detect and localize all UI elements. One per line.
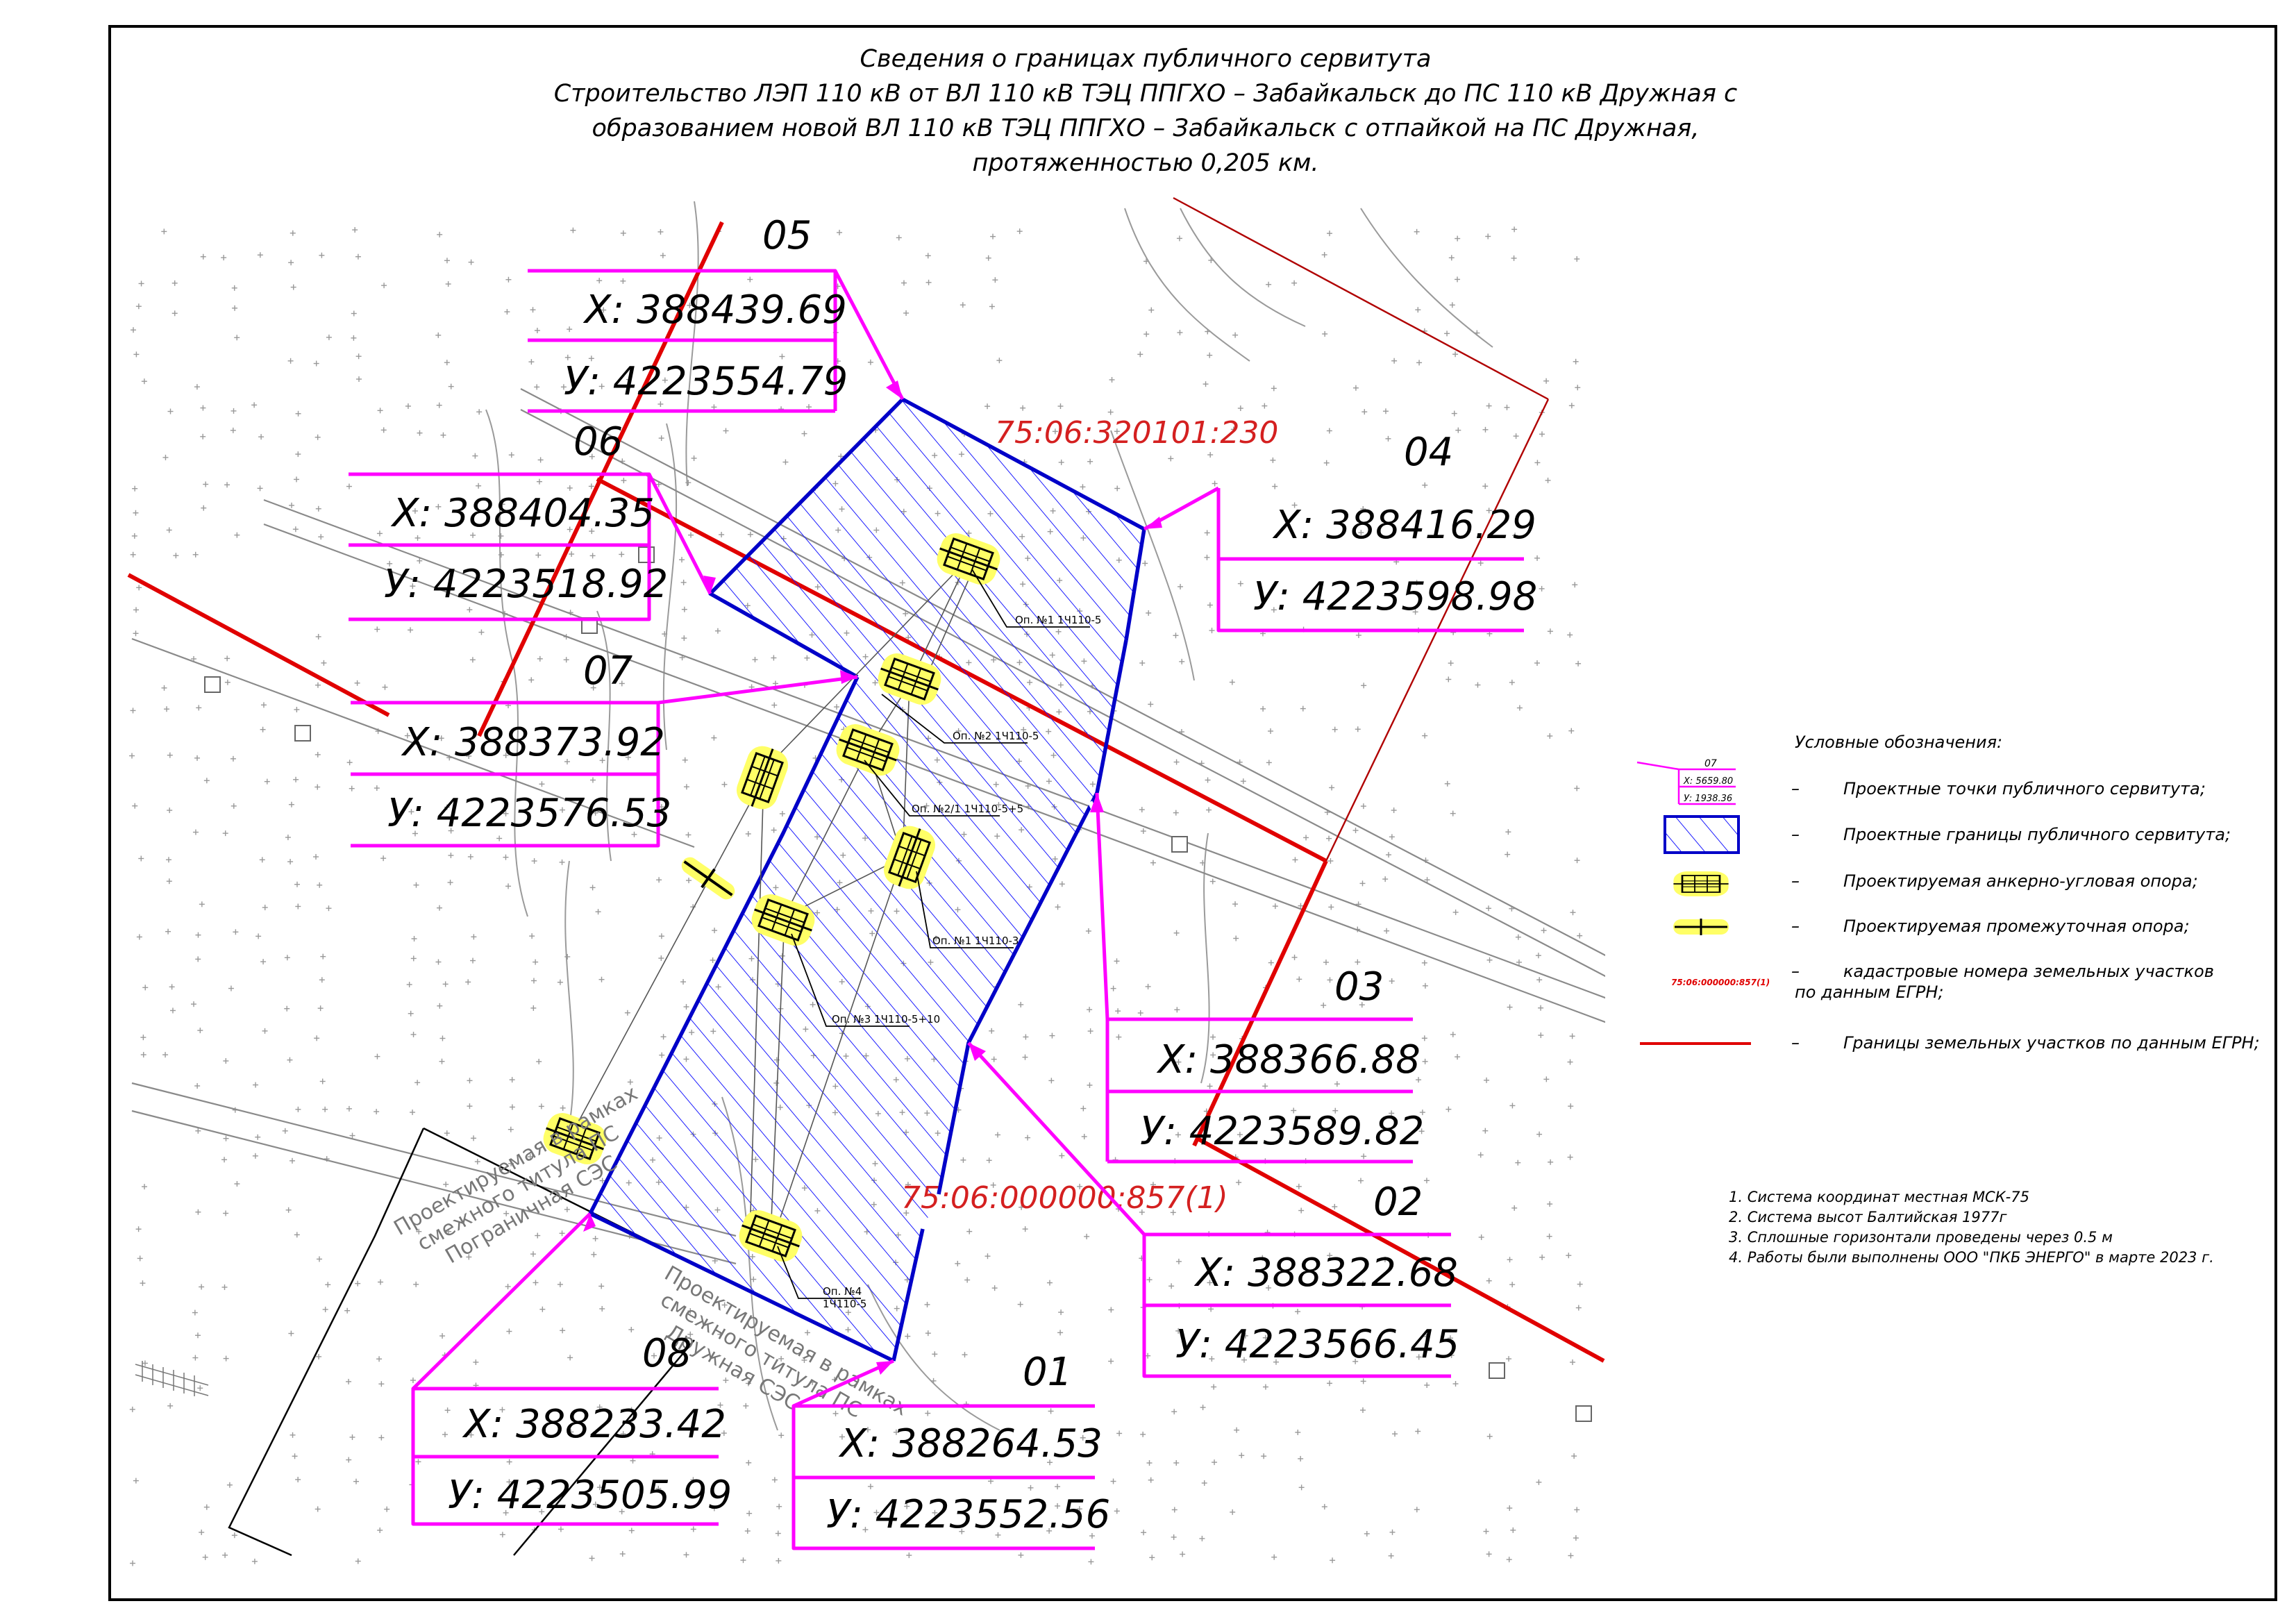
point-08-x: Х: 388233.42 [462,1402,726,1447]
servitude-polygon [590,399,1144,1361]
existing-poles [204,546,1592,1422]
cadastral-number-a: 75:06:320101:230 [995,415,1278,451]
point-07-x: Х: 388373.92 [401,720,665,765]
support-label-1: Оп. №1 1Ч110-5 [1015,614,1101,626]
point-callouts [349,269,1524,1550]
point-id-06: 06 [573,419,623,464]
point-08-y: У: 4223505.99 [448,1473,732,1518]
support-label-1b: Оп. №1 1Ч110-3 [932,935,1019,947]
title-line-1: Сведения о границах публичного сервитута [860,45,1432,73]
legend-item-intermediate-support: –Проектируемая промежуточная опора; [1791,916,2190,936]
legend-sample-id: 07 [1704,758,1717,769]
legend-item-boundaries: –Проектные границы публичного сервитута; [1791,825,2231,844]
legend-item-cadastral-cont: по данным ЕГРН; [1795,982,1944,1002]
legend-item-parcel-boundaries: –Границы земельных участков по данным ЕГ… [1791,1033,2260,1053]
legend-symbols: 07 Х: 5659.80 У: 1938.36 75:06:000000:85… [1636,758,1770,1045]
point-01-x: Х: 388264.53 [838,1421,1103,1466]
servitude-boundary [588,397,1146,1363]
point-06-x: Х: 388404.35 [390,491,655,536]
support-label-2: Оп. №2 1Ч110-5 [953,730,1039,742]
note-3: 3. Сплошные горизонтали проведены через … [1729,1229,2113,1246]
point-02-y: У: 4223566.45 [1175,1322,1459,1367]
point-07-y: У: 4223576.53 [387,791,671,836]
point-id-01: 01 [1023,1350,1072,1395]
support-label-4b: 1Ч110-5 [823,1298,866,1310]
point-03-y: У: 4223589.82 [1140,1109,1424,1154]
map-title: Сведения о границах публичного сервитута… [486,42,1805,181]
note-4: 4. Работы были выполнены ООО "ПКБ ЭНЕРГО… [1729,1249,2214,1266]
point-04-x: Х: 388416.29 [1272,503,1536,548]
legend-item-anchor-support: –Проектируемая анкерно-угловая опора; [1791,871,2198,891]
support-label-21: Оп. №2/1 1Ч110-5+5 [912,803,1023,815]
point-03-x: Х: 388366.88 [1156,1037,1421,1082]
title-line-2: Строительство ЛЭП 110 кВ от ВЛ 110 кВ ТЭ… [553,80,1738,108]
title-line-4: протяженностью 0,205 км. [972,149,1319,177]
notes: 1. Система координат местная МСК-75 2. С… [1729,1187,2256,1268]
point-id-07: 07 [583,648,633,694]
point-05-y: У: 4223554.79 [564,359,848,404]
legend-item-cadastral: –кадастровые номера земельных участков [1791,962,2214,981]
point-id-05: 05 [762,213,812,258]
point-05-x: Х: 388439.69 [583,287,847,333]
outer-frame [108,25,2277,1601]
hatched-object [135,1361,209,1396]
point-id-08: 08 [642,1331,692,1376]
support-label-4: Оп. №4 [823,1285,862,1298]
legend-item-points: –Проектные точки публичного сервитута; [1791,779,2206,798]
intermediate-support-icon [681,857,735,900]
note-1: 1. Система координат местная МСК-75 [1729,1189,2029,1205]
point-06-y: У: 4223518.92 [384,562,668,607]
legend-cadastral-sample: 75:06:000000:857(1) [1671,978,1770,987]
legend-sample-x: Х: 5659.80 [1683,776,1733,787]
note-2: 2. Система высот Балтийская 1977г [1729,1209,2007,1225]
point-04-y: У: 4223598.98 [1253,574,1537,619]
point-id-02: 02 [1373,1180,1423,1225]
cadastral-number-b: 75:06:000000:857(1) [901,1180,1228,1216]
point-id-04: 04 [1404,430,1453,475]
title-line-3: образованием новой ВЛ 110 кВ ТЭЦ ППГХО –… [592,115,1700,142]
legend-sample-y: У: 1938.36 [1684,794,1732,804]
point-01-y: У: 4223552.56 [826,1492,1110,1537]
legend-title: Условные обозначения: [1795,733,2003,752]
support-label-3: Оп. №3 1Ч110-5+10 [832,1013,940,1026]
point-02-x: Х: 388322.68 [1193,1250,1458,1296]
point-id-03: 03 [1334,964,1384,1010]
